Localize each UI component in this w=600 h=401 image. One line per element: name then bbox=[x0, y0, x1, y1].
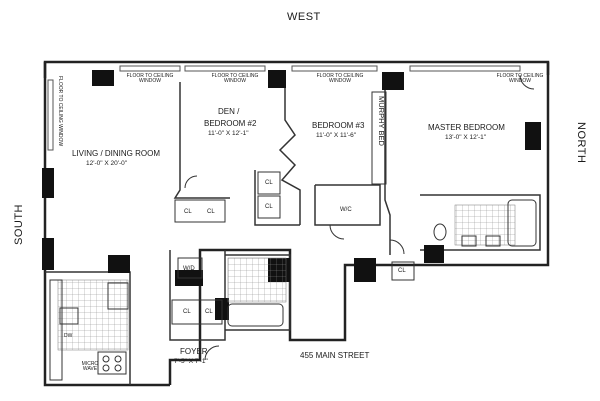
murphy-bed-label: MURPHY BED bbox=[377, 96, 386, 146]
bathroom-tiles bbox=[57, 204, 516, 351]
room-name-foyer: FOYER bbox=[180, 347, 208, 356]
column bbox=[354, 258, 376, 282]
window-label: FLOOR TO CEILING WINDOW bbox=[496, 73, 544, 84]
dw-label: DW bbox=[64, 333, 73, 339]
column bbox=[108, 255, 130, 273]
bath-wall bbox=[420, 194, 541, 251]
toilet bbox=[433, 223, 447, 241]
door-swing bbox=[389, 239, 405, 255]
window-label: FLOOR TO CEILING WINDOW bbox=[126, 73, 174, 84]
window-label: FLOOR TO CEILING WINDOW bbox=[211, 73, 259, 84]
room-dims-master: 13'-0" X 12'-1" bbox=[445, 134, 487, 141]
door-swing bbox=[519, 74, 535, 90]
door-swing bbox=[329, 224, 345, 240]
closet bbox=[171, 299, 223, 325]
burner bbox=[102, 364, 110, 372]
room-name-living: LIVING / DINING ROOM bbox=[72, 149, 161, 158]
closet bbox=[257, 171, 281, 195]
closets bbox=[171, 91, 415, 325]
room-dims-den: 11'-0" X 12'-1" bbox=[208, 130, 249, 137]
window bbox=[409, 65, 521, 72]
closet-label: CL bbox=[207, 209, 215, 215]
wd-label: W/D bbox=[183, 266, 195, 272]
wic-label: W/C bbox=[340, 207, 352, 213]
closet-label: CL bbox=[265, 180, 273, 186]
closet-label: CL bbox=[265, 204, 273, 210]
east-wall bbox=[168, 248, 420, 385]
window-label: FLOOR TO CEILING WINDOW bbox=[316, 73, 364, 84]
microwave-label: MICRO WAVE bbox=[81, 361, 99, 372]
window bbox=[47, 79, 54, 151]
window-label: FLOOR TO CEILING WINDOW bbox=[57, 76, 63, 147]
hall-wall bbox=[225, 254, 291, 331]
windows bbox=[47, 65, 521, 151]
bed3-master-wall bbox=[384, 82, 391, 255]
wic-wall bbox=[314, 184, 381, 226]
window bbox=[291, 65, 378, 72]
north-wall bbox=[420, 62, 550, 267]
closet-label: CL bbox=[184, 209, 192, 215]
bath-floor bbox=[227, 257, 287, 303]
closet bbox=[174, 199, 226, 223]
burner bbox=[114, 355, 122, 363]
room-name-bed3: BEDROOM #3 bbox=[312, 121, 365, 130]
interior-walls bbox=[45, 82, 541, 385]
address-label: 455 MAIN STREET bbox=[300, 351, 370, 360]
fixtures bbox=[49, 199, 537, 381]
master-bath-floor bbox=[454, 204, 516, 246]
washer-dryer bbox=[177, 257, 203, 279]
counter bbox=[49, 279, 63, 381]
den-bed3-zigzag bbox=[278, 82, 301, 225]
compass-south: SOUTH bbox=[13, 204, 25, 245]
closet-label: CL bbox=[205, 309, 213, 315]
compass-north: NORTH bbox=[575, 122, 587, 164]
column bbox=[92, 70, 114, 86]
foyer-wall bbox=[169, 250, 226, 341]
kitchen-sink bbox=[59, 307, 79, 325]
closet-label: CL bbox=[398, 268, 406, 274]
closet bbox=[257, 195, 281, 219]
doors bbox=[184, 74, 535, 361]
column bbox=[42, 168, 54, 198]
closet-wall bbox=[254, 170, 300, 226]
room-dims-living: 12'-0" X 20'-0" bbox=[86, 160, 128, 167]
room-name-den-2: BEDROOM #2 bbox=[204, 119, 257, 128]
bathtub bbox=[507, 199, 537, 247]
sink bbox=[461, 235, 477, 247]
kitchen-floor bbox=[57, 279, 129, 351]
column bbox=[525, 122, 541, 150]
room-name-den-1: DEN / bbox=[218, 107, 240, 116]
closet bbox=[391, 261, 415, 281]
column bbox=[42, 238, 54, 270]
refrigerator bbox=[107, 282, 129, 310]
room-dims-foyer: 7'-5" X 7'-1" bbox=[174, 358, 208, 365]
burner bbox=[114, 364, 122, 372]
murphy-bed bbox=[371, 91, 387, 185]
compass-west: WEST bbox=[287, 11, 321, 23]
stove bbox=[97, 351, 127, 375]
burner bbox=[102, 355, 110, 363]
door-swing bbox=[184, 175, 198, 189]
column bbox=[424, 245, 444, 263]
column bbox=[382, 72, 404, 90]
room-dims-bed3: 11'-0" X 11'-6" bbox=[316, 132, 357, 139]
window bbox=[184, 65, 266, 72]
column bbox=[268, 70, 286, 88]
sink bbox=[485, 235, 501, 247]
window bbox=[119, 65, 181, 72]
den-living-partition bbox=[173, 82, 230, 199]
bathtub bbox=[227, 303, 284, 327]
door-swing bbox=[204, 345, 220, 361]
room-name-master: MASTER BEDROOM bbox=[428, 123, 505, 132]
closet-label: CL bbox=[183, 309, 191, 315]
